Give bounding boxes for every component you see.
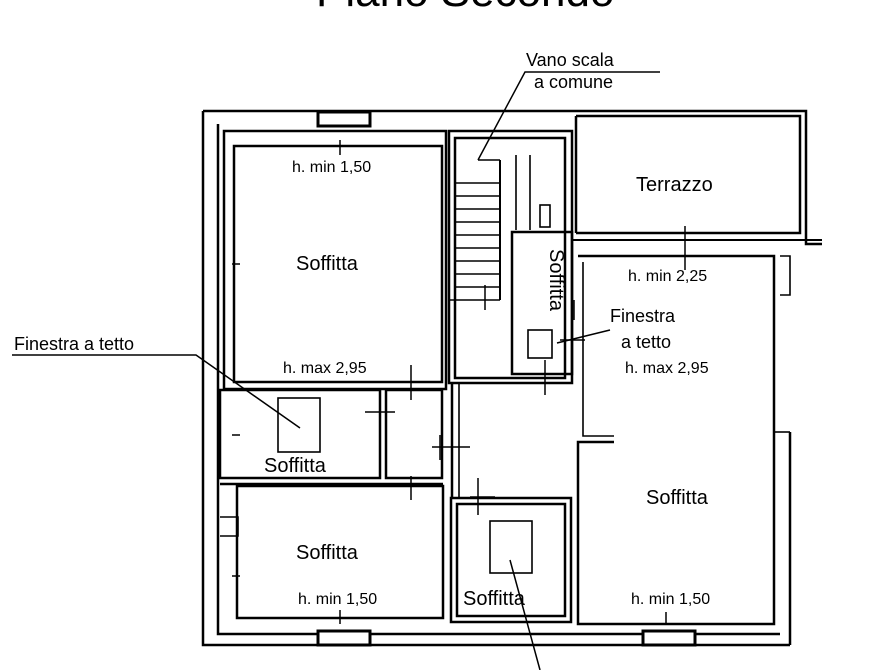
leader-lines (12, 71, 660, 670)
label-finestra-left: Finestra a tetto (14, 334, 134, 354)
label-finestra-right-line2: a tetto (621, 332, 671, 352)
walls (201, 109, 822, 647)
height-top-left-max: h. max 2,95 (283, 360, 367, 377)
height-bottom-right-min: h. min 1,50 (631, 591, 710, 608)
room-soffitta-bottom-left: Soffitta (296, 542, 359, 564)
windows (316, 110, 697, 647)
height-bottom-left-min: h. min 1,50 (298, 591, 377, 608)
room-soffitta-small-left: Soffitta (264, 455, 327, 477)
label-vano-scala-line2: a comune (534, 72, 613, 92)
tick-marks (232, 140, 686, 624)
plan-title: Piano Secondo (316, 0, 614, 16)
room-soffitta-stair-side: Soffitta (545, 249, 567, 312)
label-finestra-right-line1: Finestra (610, 306, 676, 326)
room-terrazzo: Terrazzo (636, 174, 713, 196)
label-vano-scala-line1: Vano scala (526, 50, 615, 70)
room-soffitta-top-left: Soffitta (296, 253, 359, 275)
height-right-max: h. max 2,95 (625, 360, 709, 377)
height-right-min: h. min 2,25 (628, 268, 707, 285)
height-top-left-min: h. min 1,50 (292, 159, 371, 176)
room-soffitta-bottom-center: Soffitta (463, 588, 526, 610)
room-soffitta-right: Soffitta (646, 487, 709, 509)
